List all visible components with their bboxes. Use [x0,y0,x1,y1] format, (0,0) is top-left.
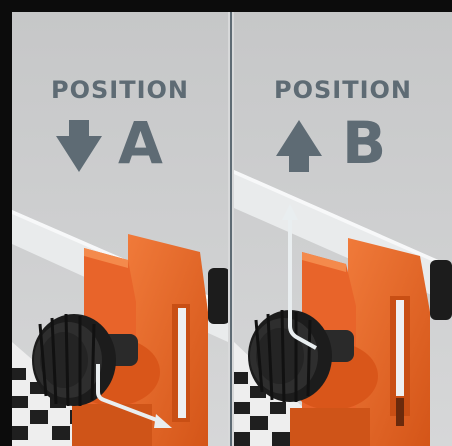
panel-position-b: POSITION B [234,12,452,446]
position-b-label: POSITION [234,76,452,104]
position-b-letter: B [342,114,386,172]
back-knob [430,260,452,320]
position-a-letter: A [118,114,163,172]
position-a-label: POSITION [12,76,228,104]
panel-position-a: POSITION A [12,12,228,446]
arrow-up-icon [276,120,322,172]
divider-line [230,12,232,446]
back-knob [208,268,228,324]
arrow-down-icon [56,120,102,172]
